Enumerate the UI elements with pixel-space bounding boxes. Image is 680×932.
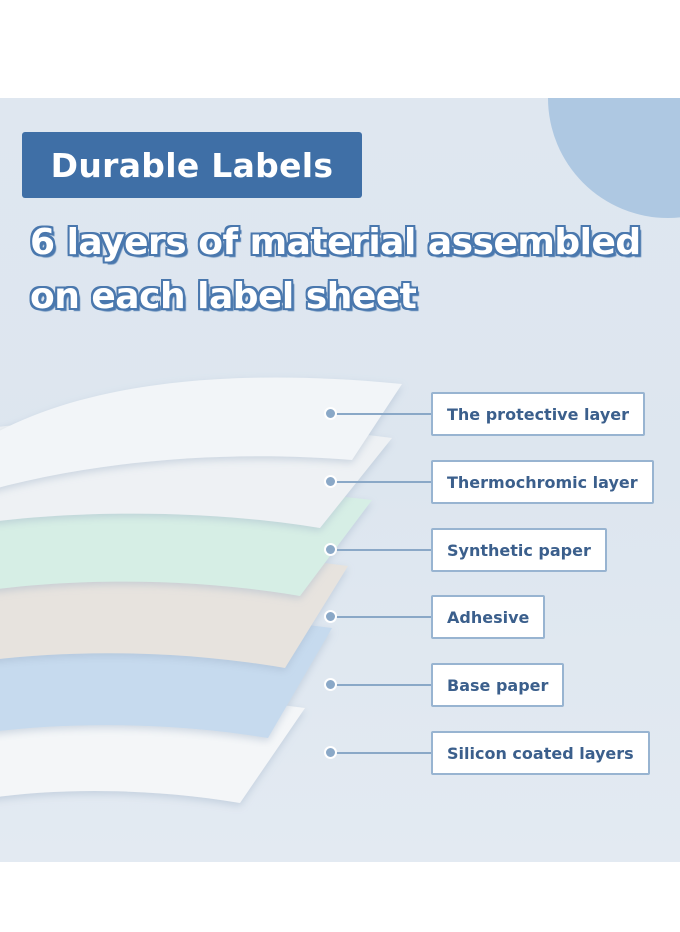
connector-dot bbox=[324, 610, 337, 623]
connector-dot bbox=[324, 543, 337, 556]
infographic-panel: Durable Labels 6 layers of material asse… bbox=[0, 98, 680, 862]
label-thermochromic-layer: Thermochromic layer bbox=[431, 460, 654, 504]
label-synthetic-paper: Synthetic paper bbox=[431, 528, 607, 572]
label-adhesive: Adhesive bbox=[431, 595, 546, 639]
layer-protective bbox=[0, 377, 402, 488]
headline-line-1: 6 layers of material assembled bbox=[30, 222, 641, 263]
label-layers-illustration bbox=[0, 377, 402, 803]
connector-line bbox=[332, 413, 432, 415]
label-thermochromic-layer-text: Thermochromic layer bbox=[447, 472, 638, 492]
connector-line bbox=[332, 481, 432, 483]
connector-line bbox=[332, 684, 432, 686]
label-base-paper: Base paper bbox=[431, 663, 565, 707]
title-badge-text: Durable Labels bbox=[50, 145, 334, 185]
headline-line-2: on each label sheet bbox=[30, 276, 417, 317]
label-synthetic-paper-text: Synthetic paper bbox=[447, 540, 591, 560]
label-protective-layer-text: The protective layer bbox=[447, 404, 629, 424]
connector-line bbox=[332, 549, 432, 551]
label-silicon-coated-layers: Silicon coated layers bbox=[431, 731, 650, 775]
connector-dot bbox=[324, 407, 337, 420]
connector-dot bbox=[324, 475, 337, 488]
connector-line bbox=[332, 616, 432, 618]
connector-dot bbox=[324, 678, 337, 691]
label-silicon-coated-layers-text: Silicon coated layers bbox=[447, 743, 634, 763]
label-adhesive-text: Adhesive bbox=[447, 607, 530, 627]
label-base-paper-text: Base paper bbox=[447, 675, 549, 695]
title-badge: Durable Labels bbox=[22, 132, 362, 198]
connector-line bbox=[332, 752, 432, 754]
label-protective-layer: The protective layer bbox=[431, 392, 645, 436]
connector-dot bbox=[324, 746, 337, 759]
